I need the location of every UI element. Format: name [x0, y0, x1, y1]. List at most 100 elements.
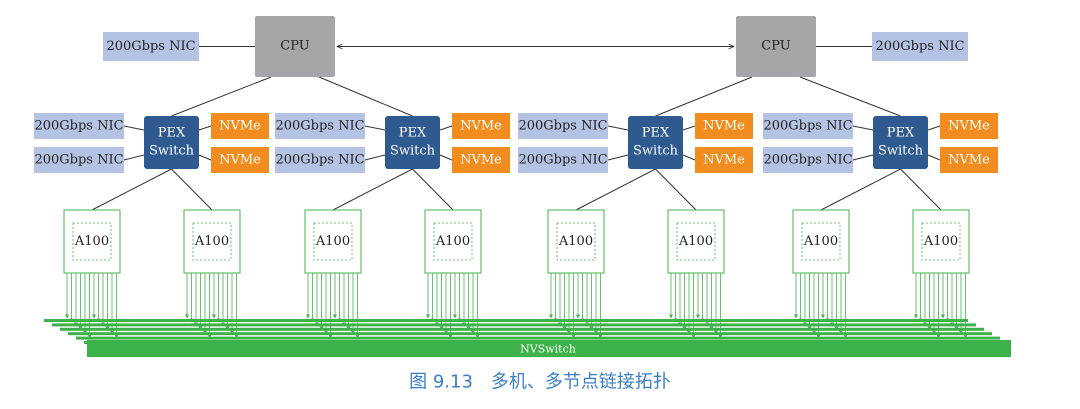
nvme-1 [211, 113, 269, 139]
pex-label-line2: Switch [390, 144, 436, 159]
pex-nvme-link [198, 154, 212, 161]
pex-nic-link [364, 154, 386, 161]
a100-gpu [304, 209, 362, 274]
pex-nic-link [123, 125, 145, 131]
gpu-die-outline [192, 222, 232, 261]
nvme-label: NVMe [703, 153, 745, 168]
gpu-label: A100 [558, 234, 593, 249]
nvme-label: NVMe [460, 153, 502, 168]
cpu-2 [736, 16, 816, 77]
gpu-label: A100 [435, 234, 470, 249]
pex-nvme-link [927, 154, 941, 161]
pex-nic-1 [518, 113, 608, 139]
gpu-label: A100 [315, 234, 350, 249]
pex-gpu-link [820, 168, 901, 211]
nvme-2 [940, 147, 998, 173]
pex-nic-1 [763, 113, 853, 139]
cpu-label: CPU [761, 39, 790, 54]
gpu-label: A100 [803, 234, 838, 249]
cpu-nic-label: 200Gbps NIC [106, 39, 195, 54]
cpu-nic-1 [103, 32, 199, 61]
pex-cpu-link [655, 76, 753, 117]
cpu-label: CPU [280, 39, 309, 54]
pex-nic-label: 200Gbps NIC [518, 119, 607, 134]
nvswitch-plane-4 [68, 332, 992, 336]
pex-label-line1: PEX [158, 126, 186, 141]
cpu-nic-2 [872, 32, 968, 61]
pex-nvme-link [198, 125, 212, 131]
nvswitch-plane-1 [44, 319, 968, 322]
gpu-label: A100 [74, 234, 109, 249]
pex-label-line2: Switch [149, 144, 195, 159]
pex-gpu-link [171, 168, 213, 211]
nvswitch-bar [87, 340, 1011, 357]
pex-nic-link [364, 125, 386, 131]
pex-nic-2 [34, 147, 124, 173]
gpu-label: A100 [194, 234, 229, 249]
pex-gpu-link [91, 168, 172, 211]
gpu-label: A100 [923, 234, 958, 249]
pex-nic-link [852, 125, 874, 131]
gpu-die-outline [433, 222, 473, 261]
pex-gpu-link [332, 168, 413, 211]
nvswitch-plane-5 [76, 336, 1000, 340]
pex-cpu-link [171, 76, 272, 117]
pex-nic-2 [275, 147, 365, 173]
nvme-2 [452, 147, 510, 173]
pex-switch-3 [628, 116, 683, 169]
pex-nvme-link [439, 125, 453, 131]
pex-nic-link [123, 154, 145, 161]
nvme-1 [695, 113, 753, 139]
pex-nic-link [607, 125, 629, 131]
pex-gpu-link [412, 168, 454, 211]
pex-nvme-link [682, 125, 696, 131]
pex-cpu-link [318, 76, 413, 117]
pex-nic-link [607, 154, 629, 161]
pex-label-line1: PEX [887, 126, 915, 141]
pex-nic-label: 200Gbps NIC [763, 119, 852, 134]
nvme-2 [211, 147, 269, 173]
cpu-1 [255, 16, 335, 77]
pex-switch-4 [873, 116, 928, 169]
pex-nic-link [852, 154, 874, 161]
nvme-1 [940, 113, 998, 139]
cpu-nic-label: 200Gbps NIC [875, 39, 964, 54]
pex-gpu-link [900, 168, 942, 211]
gpu-die-outline [921, 222, 961, 261]
pex-cpu-link [799, 76, 901, 117]
pex-nic-label: 200Gbps NIC [763, 153, 852, 168]
gpu-die-outline [801, 222, 841, 261]
pex-nic-2 [763, 147, 853, 173]
nvswitch-plane-3 [60, 327, 984, 331]
pex-nic-label: 200Gbps NIC [34, 153, 123, 168]
pex-nvme-link [927, 125, 941, 131]
nvme-label: NVMe [948, 153, 990, 168]
pex-switch-1 [144, 116, 199, 169]
pex-nic-label: 200Gbps NIC [275, 153, 364, 168]
gpu-die-outline [313, 222, 353, 261]
gpu-die-outline [72, 222, 112, 261]
nvme-label: NVMe [703, 119, 745, 134]
gpu-die-outline [556, 222, 596, 261]
pex-gpu-link [655, 168, 697, 211]
pex-nic-label: 200Gbps NIC [275, 119, 364, 134]
nvme-label: NVMe [460, 119, 502, 134]
pex-label-line1: PEX [642, 126, 670, 141]
pex-label-line2: Switch [878, 144, 924, 159]
pex-nic-1 [34, 113, 124, 139]
pex-nvme-link [682, 154, 696, 161]
gpu-label: A100 [678, 234, 713, 249]
nvme-1 [452, 113, 510, 139]
nvme-label: NVMe [948, 119, 990, 134]
pex-nic-2 [518, 147, 608, 173]
figure-caption: 图 9.13 多机、多节点链接拓扑 [409, 372, 671, 393]
nvme-2 [695, 147, 753, 173]
pex-switch-2 [385, 116, 440, 169]
pex-nvme-link [439, 154, 453, 161]
pex-nic-label: 200Gbps NIC [34, 119, 123, 134]
nvme-label: NVMe [219, 119, 261, 134]
nvme-label: NVMe [219, 153, 261, 168]
pex-nic-label: 200Gbps NIC [518, 153, 607, 168]
pex-label-line1: PEX [399, 126, 427, 141]
